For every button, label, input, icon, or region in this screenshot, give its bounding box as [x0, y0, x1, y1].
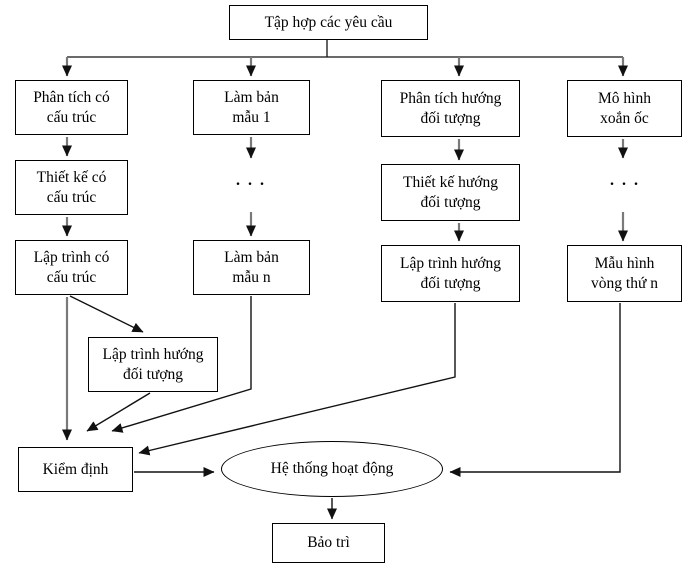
- node-structured-programming: Lập trình có cấu trúc: [15, 240, 128, 295]
- ellipsis-spiral: . . .: [610, 172, 640, 189]
- arrow-proton-to-testing: [111, 296, 252, 433]
- node-oo-programming: Lập trình hướng đối tượng: [381, 245, 520, 302]
- ellipsis-prototyping: . . .: [236, 172, 266, 189]
- arrow-structured-to-oop: [69, 295, 144, 333]
- node-prototype-n: Làm bản mẫu n: [193, 240, 310, 295]
- node-maintenance: Bảo trì: [272, 523, 385, 563]
- node-spiral-cycle-n: Mẫu hình vòng thứ n: [567, 245, 682, 302]
- node-oo-design: Thiết kế hướng đối tượng: [381, 164, 520, 221]
- node-structured-analysis: Phân tích có cấu trúc: [15, 80, 128, 135]
- node-oo-analysis: Phân tích hướng đối tượng: [381, 80, 520, 137]
- node-structured-design: Thiết kế có cấu trúc: [15, 160, 128, 215]
- node-requirements: Tập hợp các yêu cầu: [229, 5, 428, 40]
- arrow-oop-to-testing: [86, 392, 151, 432]
- node-spiral-model: Mô hình xoắn ốc: [567, 80, 682, 137]
- node-system-operation: Hệ thống hoạt động: [221, 441, 443, 497]
- node-testing: Kiểm định: [18, 447, 133, 492]
- node-prototype-1: Làm bản mẫu 1: [193, 80, 310, 135]
- arrow-spiraln-to-system: [449, 303, 621, 477]
- arrow-oo-programming-to-testing: [138, 303, 456, 456]
- node-oop-programming: Lập trình hướng đối tượng: [88, 337, 218, 392]
